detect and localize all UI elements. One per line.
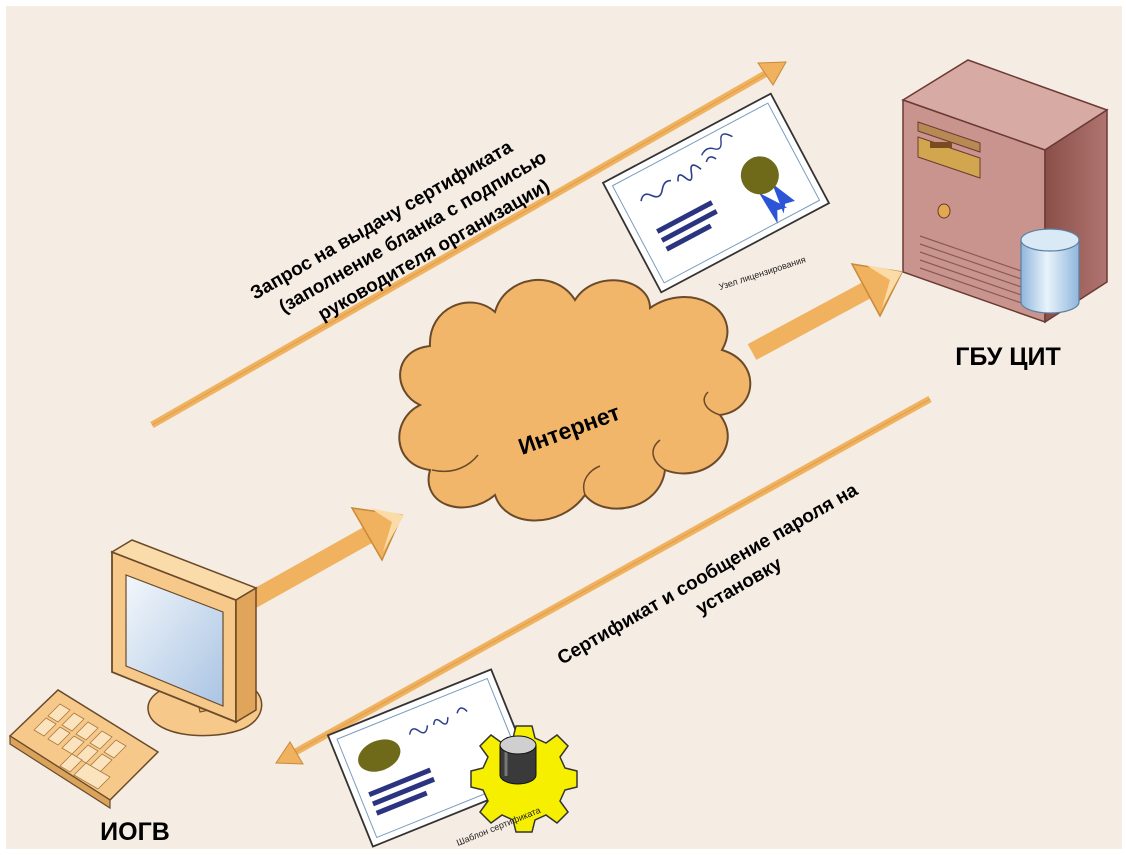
client-label: ИОГВ [100,818,170,846]
license-document [601,92,831,294]
client-to-internet-arrow [238,507,404,613]
server-label: ГБУ ЦИТ [955,343,1061,371]
license-seal [740,156,779,195]
response-arrow [275,395,932,765]
internet-cloud [398,278,752,522]
server-tower [901,59,1109,324]
database-icon [1020,228,1080,314]
internet-to-server-arrow [747,263,904,360]
certificate-seal [358,739,401,772]
client-keyboard [8,689,160,810]
request-arrow [150,61,787,429]
template-cylinder-icon [499,735,537,785]
client-monitor [110,539,263,737]
certificate-template-document [326,668,538,848]
